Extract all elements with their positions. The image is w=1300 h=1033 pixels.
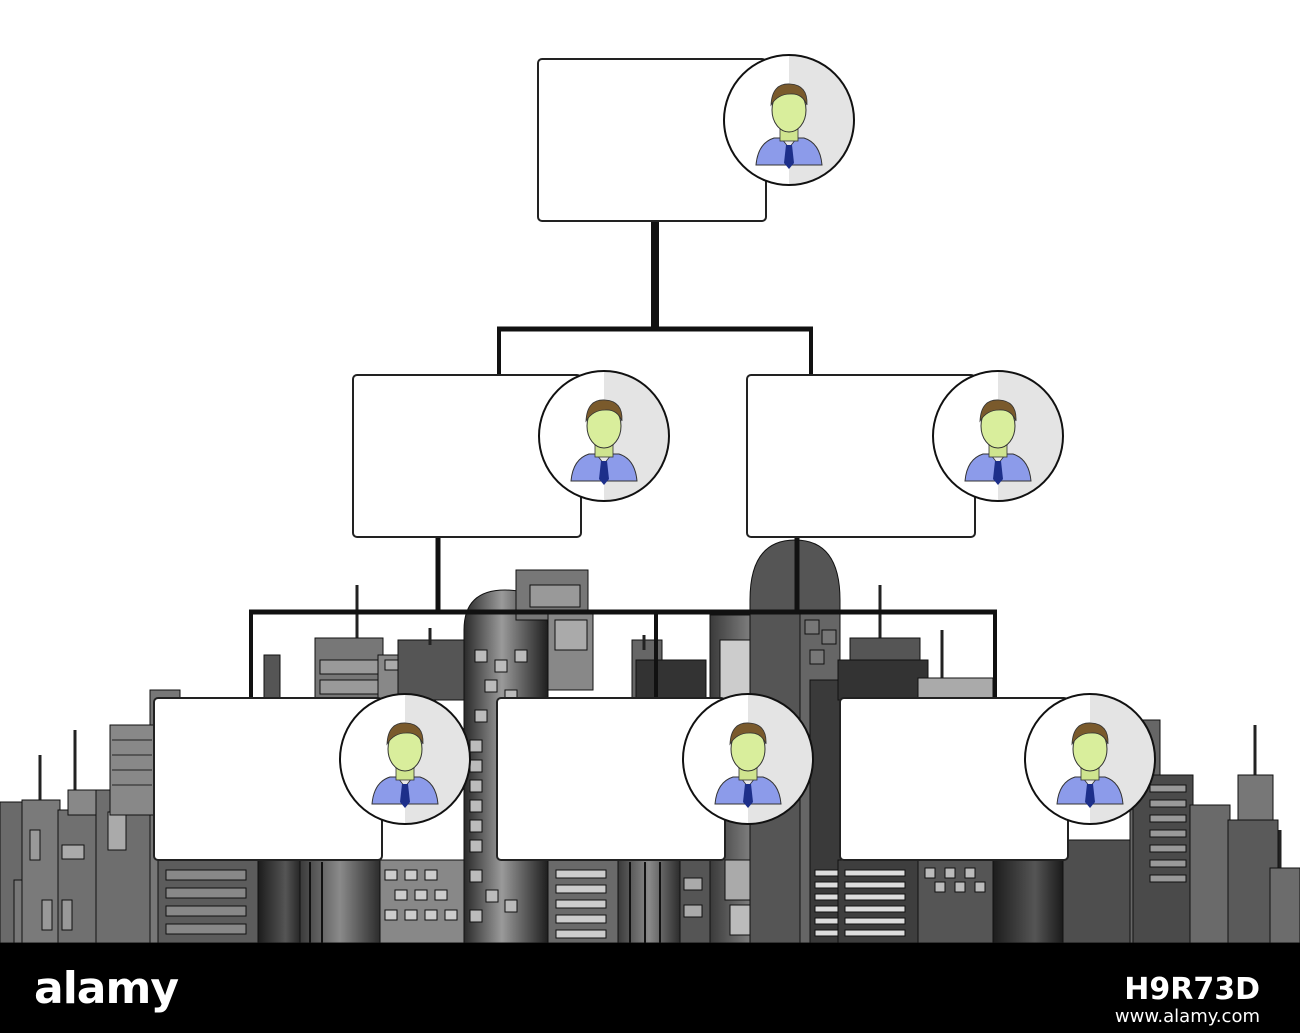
org-node-manager-right xyxy=(746,370,1064,538)
staff-right-avatar-icon xyxy=(1024,693,1156,825)
alamy-url[interactable]: www.alamy.com xyxy=(1114,1006,1260,1027)
ceo-avatar-icon xyxy=(723,54,855,186)
watermark-footer xyxy=(0,943,1300,1033)
org-node-ceo xyxy=(537,54,855,222)
org-connectors xyxy=(249,222,997,698)
org-node-manager-left xyxy=(352,370,670,538)
staff-left-avatar-icon xyxy=(339,693,471,825)
org-node-staff-left xyxy=(153,693,471,861)
org-node-staff-right xyxy=(839,693,1156,861)
staff-center-avatar-icon xyxy=(682,693,814,825)
manager-right-avatar-icon xyxy=(932,370,1064,502)
image-id: H9R73D xyxy=(1124,972,1260,1007)
manager-left-avatar-icon xyxy=(538,370,670,502)
org-node-staff-center xyxy=(496,693,814,861)
alamy-logo[interactable]: alamy xyxy=(34,963,179,1014)
